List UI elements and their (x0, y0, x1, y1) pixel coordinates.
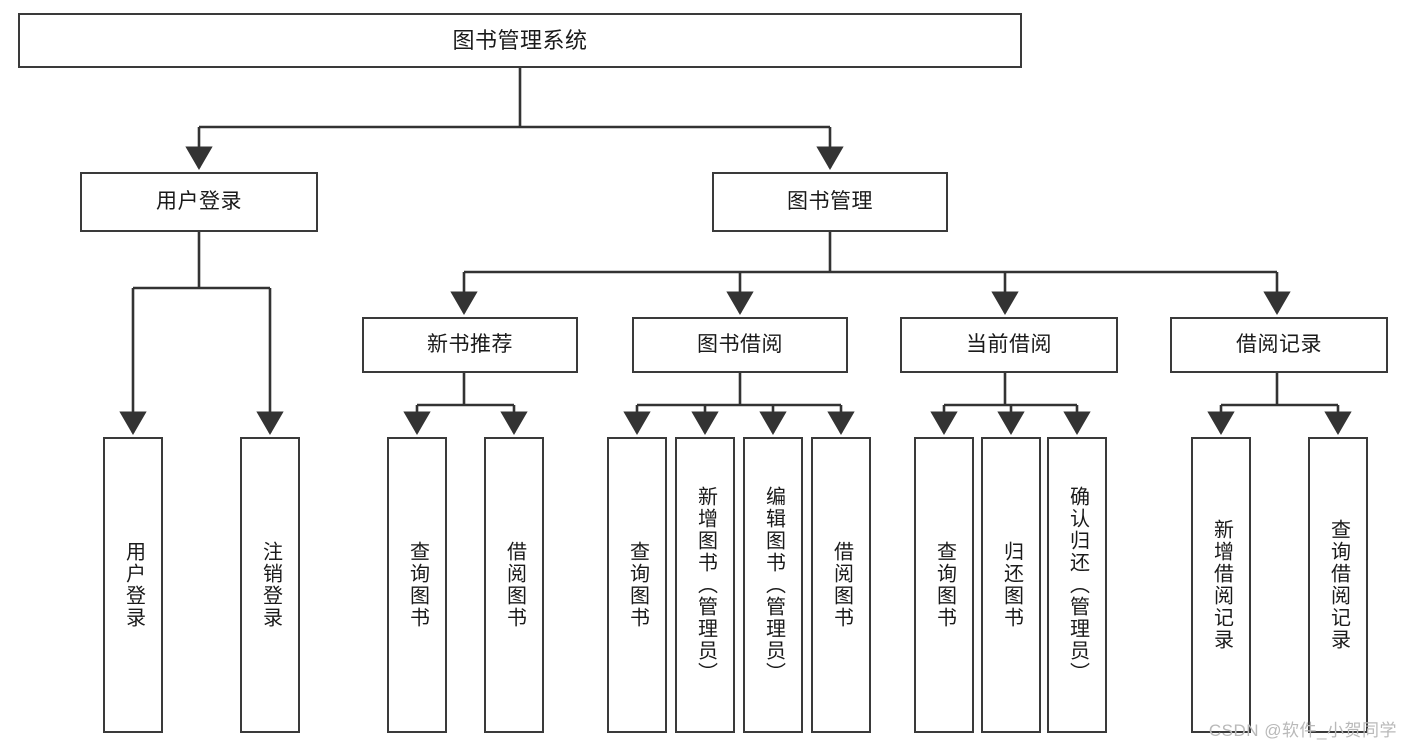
node-current-borrow-label: 当前借阅 (966, 332, 1052, 356)
node-leaf-return-book[interactable]: 归还图书 (981, 437, 1041, 733)
node-leaf-logout-login-label: 注销登录 (259, 541, 282, 629)
node-leaf-query-book-1[interactable]: 查询图书 (387, 437, 447, 733)
node-book-manage[interactable]: 图书管理 (712, 172, 948, 232)
node-book-borrow-label: 图书借阅 (697, 332, 783, 356)
node-leaf-query-book-2[interactable]: 查询图书 (607, 437, 667, 733)
node-book-borrow[interactable]: 图书借阅 (632, 317, 848, 373)
node-leaf-edit-book-label: 编辑图书（管理员） (762, 486, 785, 684)
node-new-book-recommend[interactable]: 新书推荐 (362, 317, 578, 373)
node-leaf-query-record[interactable]: 查询借阅记录 (1308, 437, 1368, 733)
node-leaf-borrow-book-2-label: 借阅图书 (830, 541, 853, 629)
node-leaf-confirm-return-label: 确认归还（管理员） (1066, 486, 1089, 684)
node-leaf-query-book-3[interactable]: 查询图书 (914, 437, 974, 733)
node-leaf-borrow-book-1-label: 借阅图书 (503, 541, 526, 629)
node-borrow-record-label: 借阅记录 (1236, 332, 1322, 356)
node-leaf-query-book-1-label: 查询图书 (406, 541, 429, 629)
node-leaf-logout-login[interactable]: 注销登录 (240, 437, 300, 733)
node-user-login-label: 用户登录 (156, 189, 242, 213)
node-leaf-return-book-label: 归还图书 (1000, 541, 1023, 629)
node-leaf-borrow-book-2[interactable]: 借阅图书 (811, 437, 871, 733)
node-root[interactable]: 图书管理系统 (18, 13, 1022, 68)
watermark-text: CSDN @软件_小贺同学 (1208, 721, 1397, 740)
node-leaf-add-record-label: 新增借阅记录 (1210, 519, 1233, 651)
node-new-book-recommend-label: 新书推荐 (427, 332, 513, 356)
node-leaf-user-login-label: 用户登录 (122, 541, 145, 629)
node-leaf-query-book-2-label: 查询图书 (626, 541, 649, 629)
node-leaf-confirm-return[interactable]: 确认归还（管理员） (1047, 437, 1107, 733)
node-user-login[interactable]: 用户登录 (80, 172, 318, 232)
node-leaf-borrow-book-1[interactable]: 借阅图书 (484, 437, 544, 733)
node-book-manage-label: 图书管理 (787, 189, 873, 213)
node-leaf-edit-book[interactable]: 编辑图书（管理员） (743, 437, 803, 733)
node-leaf-query-record-label: 查询借阅记录 (1327, 519, 1350, 651)
node-leaf-user-login[interactable]: 用户登录 (103, 437, 163, 733)
node-leaf-add-book[interactable]: 新增图书（管理员） (675, 437, 735, 733)
node-leaf-add-book-label: 新增图书（管理员） (694, 486, 717, 684)
node-leaf-query-book-3-label: 查询图书 (933, 541, 956, 629)
node-current-borrow[interactable]: 当前借阅 (900, 317, 1118, 373)
node-leaf-add-record[interactable]: 新增借阅记录 (1191, 437, 1251, 733)
node-borrow-record[interactable]: 借阅记录 (1170, 317, 1388, 373)
node-root-label: 图书管理系统 (452, 27, 588, 53)
